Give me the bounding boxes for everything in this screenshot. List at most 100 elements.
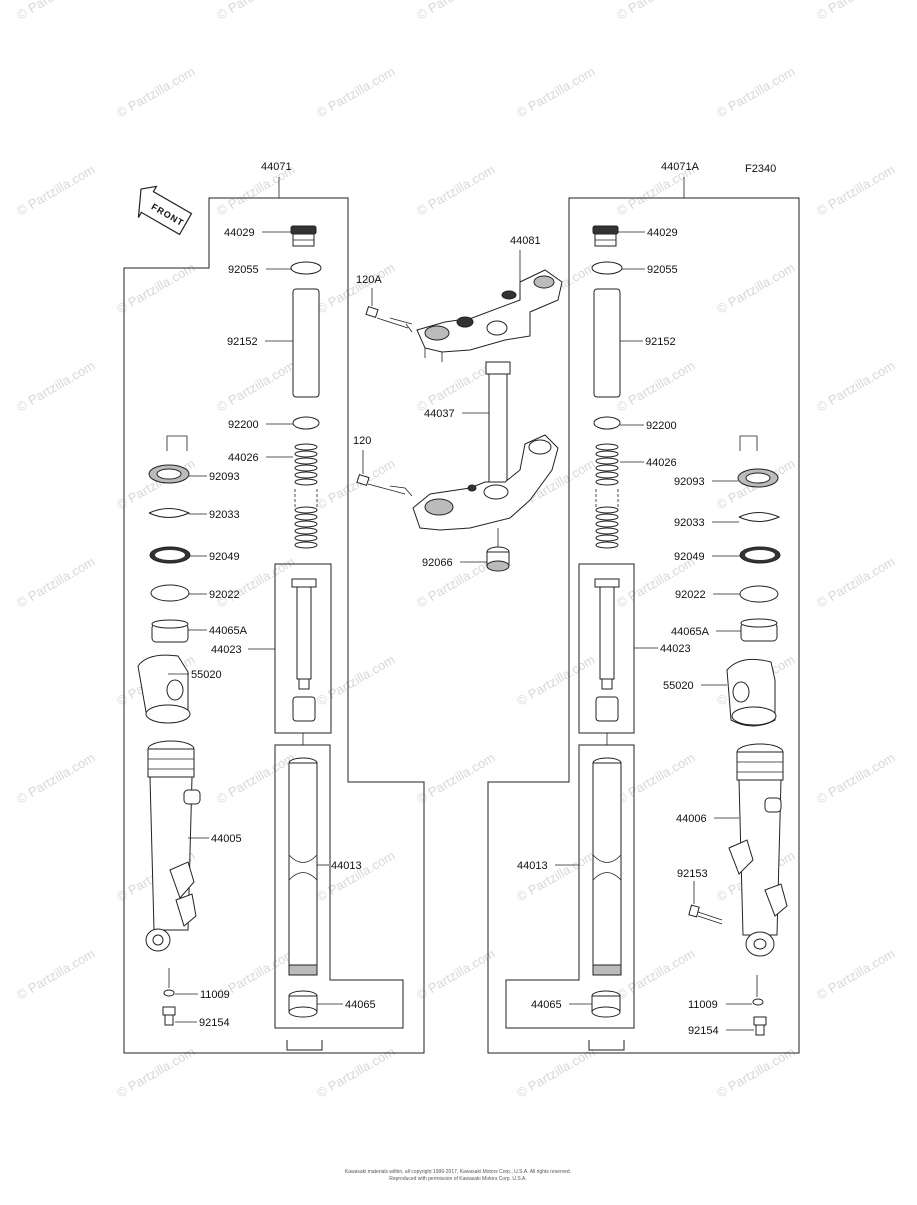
left-spring bbox=[294, 443, 318, 549]
left-washer bbox=[292, 416, 320, 430]
watermark-text: © Partzilla.com bbox=[114, 1044, 197, 1101]
left-seal-bracket bbox=[166, 435, 188, 451]
label-right-inner-tube: 44013 bbox=[517, 860, 548, 872]
watermark-text: © Partzilla.com bbox=[814, 358, 897, 415]
watermark-text: © Partzilla.com bbox=[14, 0, 97, 23]
right-outer-tube bbox=[728, 743, 788, 957]
left-cover bbox=[137, 654, 191, 724]
label-left-bushing-a: 44065A bbox=[209, 625, 248, 637]
label-right-spring: 44026 bbox=[646, 457, 677, 469]
watermark-text: © Partzilla.com bbox=[514, 652, 597, 709]
left-bracket bbox=[286, 1040, 323, 1051]
watermark-text: © Partzilla.com bbox=[314, 1044, 397, 1101]
label-left-cover: 55020 bbox=[191, 669, 222, 681]
label-right-outer-tube: 44006 bbox=[676, 813, 707, 825]
watermark-text: © Partzilla.com bbox=[714, 1044, 797, 1101]
label-bolt-lower: 120 bbox=[353, 435, 371, 447]
watermark-text: © Partzilla.com bbox=[14, 554, 97, 611]
left-inner-tube bbox=[288, 757, 318, 976]
watermark-text: © Partzilla.com bbox=[214, 358, 297, 415]
label-stem-nut: 92066 bbox=[422, 557, 453, 569]
label-left-cap: 44029 bbox=[224, 227, 255, 239]
label-left-washer: 92200 bbox=[228, 419, 259, 431]
watermark-text: © Partzilla.com bbox=[414, 750, 497, 807]
watermark-text: © Partzilla.com bbox=[614, 946, 697, 1003]
right-bushing bbox=[591, 990, 621, 1018]
bolt-upper bbox=[365, 306, 413, 333]
right-bracket bbox=[588, 1040, 625, 1051]
watermark-text: © Partzilla.com bbox=[414, 358, 497, 415]
label-left-bushing: 44065 bbox=[345, 999, 376, 1011]
watermark-text: © Partzilla.com bbox=[14, 358, 97, 415]
label-right-spacer: 92152 bbox=[645, 336, 676, 348]
right-bushing-a bbox=[740, 618, 778, 642]
watermark-text: © Partzilla.com bbox=[814, 0, 897, 23]
label-right-seal2: 92022 bbox=[675, 589, 706, 601]
upper-bracket bbox=[416, 269, 563, 362]
left-stop-ring bbox=[149, 546, 191, 564]
label-right-axle-bolt: 92153 bbox=[677, 868, 708, 880]
label-right-oring: 92055 bbox=[647, 264, 678, 276]
left-gasket bbox=[163, 968, 175, 997]
watermark-text: © Partzilla.com bbox=[114, 456, 197, 513]
label-left-outer-tube: 44005 bbox=[211, 833, 242, 845]
left-outer-tube bbox=[145, 740, 201, 952]
watermark-text: © Partzilla.com bbox=[314, 848, 397, 905]
label-left-spacer: 92152 bbox=[227, 336, 258, 348]
left-cap bbox=[290, 225, 317, 247]
left-bushing bbox=[288, 990, 318, 1018]
label-right-bushing-a: 44065A bbox=[671, 626, 710, 638]
label-left-spring: 44026 bbox=[228, 452, 259, 464]
watermark-text: © Partzilla.com bbox=[814, 750, 897, 807]
right-washer bbox=[593, 416, 621, 430]
stem-nut bbox=[486, 528, 510, 572]
footer-copyright: Kawasaki materials within, all copyright… bbox=[345, 1169, 571, 1175]
watermark-text: © Partzilla.com bbox=[614, 0, 697, 23]
right-labels: 44029 92055 92152 92200 44026 92093 9203… bbox=[517, 227, 754, 1037]
label-right-cover: 55020 bbox=[663, 680, 694, 692]
left-oring bbox=[290, 261, 322, 275]
label-left-stop-ring: 92049 bbox=[209, 551, 240, 563]
right-spring bbox=[595, 443, 619, 549]
right-oring bbox=[591, 261, 623, 275]
right-cap bbox=[592, 225, 619, 247]
label-left-inner-tube: 44013 bbox=[331, 860, 362, 872]
right-axle-bolt bbox=[688, 904, 723, 925]
watermark-text: © Partzilla.com bbox=[614, 358, 697, 415]
right-inner-tube bbox=[592, 757, 622, 976]
label-right-seal: 92093 bbox=[674, 476, 705, 488]
right-spacer bbox=[593, 288, 621, 398]
right-inner-tube-frame bbox=[505, 744, 635, 1029]
right-bolt bbox=[753, 1016, 767, 1036]
left-cylinder bbox=[291, 578, 317, 722]
watermark-text: © Partzilla.com bbox=[314, 260, 397, 317]
watermark-text: © Partzilla.com bbox=[514, 848, 597, 905]
right-assembly-frame bbox=[487, 197, 800, 1054]
left-assembly-frame bbox=[123, 197, 425, 1054]
watermark-text: © Partzilla.com bbox=[514, 1044, 597, 1101]
watermark-text: © Partzilla.com bbox=[414, 162, 497, 219]
label-left-gasket: 11009 bbox=[200, 989, 230, 1001]
right-clip bbox=[738, 512, 781, 522]
watermark-text: © Partzilla.com bbox=[414, 0, 497, 23]
left-seal bbox=[148, 464, 190, 484]
label-left-clip: 92033 bbox=[209, 509, 240, 521]
label-right-bushing: 44065 bbox=[531, 999, 562, 1011]
watermark-text: © Partzilla.com bbox=[414, 946, 497, 1003]
watermark-text: © Partzilla.com bbox=[14, 946, 97, 1003]
watermark-text: © Partzilla.com bbox=[314, 456, 397, 513]
label-right-gasket: 11009 bbox=[688, 999, 718, 1011]
label-left-seal: 92093 bbox=[209, 471, 240, 483]
right-cover bbox=[726, 658, 777, 727]
watermark-text: © Partzilla.com bbox=[614, 750, 697, 807]
watermark-text: © Partzilla.com bbox=[114, 64, 197, 121]
watermark-text: © Partzilla.com bbox=[514, 64, 597, 121]
watermark-text: © Partzilla.com bbox=[314, 652, 397, 709]
steering-stem bbox=[412, 361, 559, 531]
right-seal2 bbox=[739, 585, 779, 603]
left-labels: 44029 92055 92152 92200 44026 92093 9203… bbox=[168, 227, 376, 1029]
label-right-clip: 92033 bbox=[674, 517, 705, 529]
right-gasket bbox=[752, 975, 764, 1006]
